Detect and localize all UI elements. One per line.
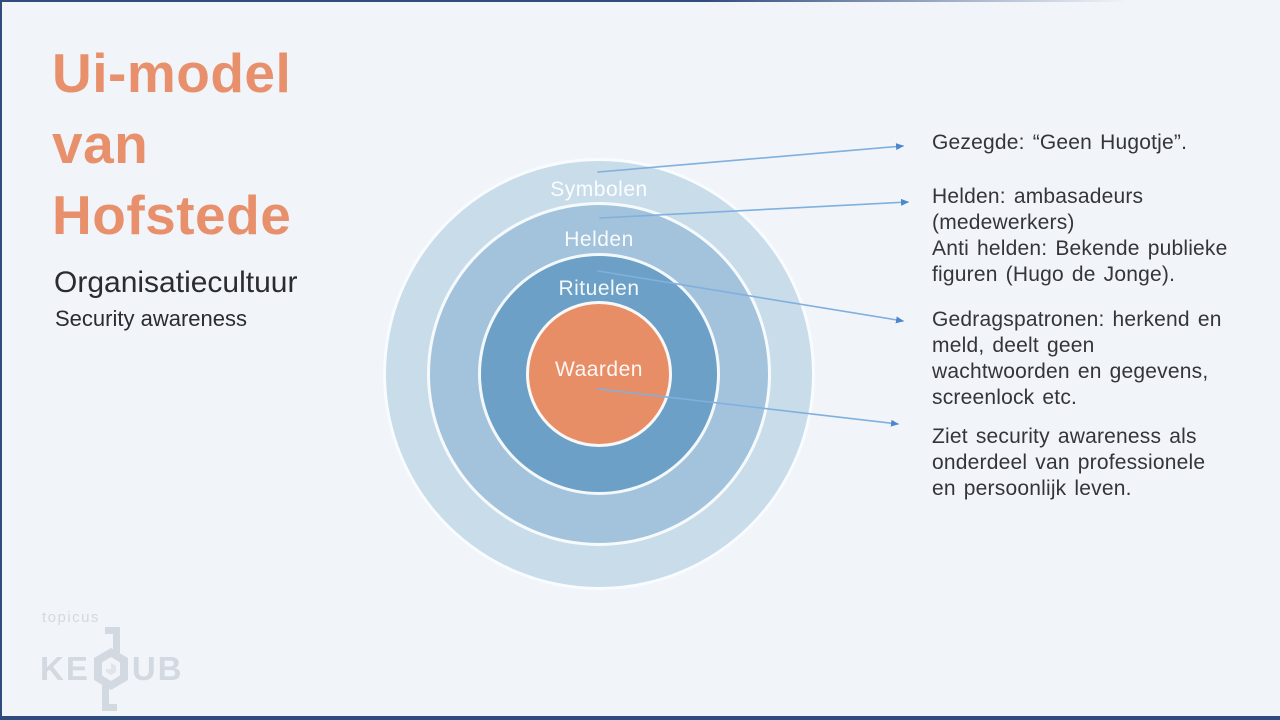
logo-word: KE UB [40,627,184,711]
slide-tagline: Security awareness [55,306,247,331]
slide-title: Ui-model van Hofstede [52,38,291,251]
logo-word-start: KE [40,650,90,687]
ring-label-rituelen: Rituelen [558,277,640,300]
key-icon [93,627,128,711]
annotation-symbolen: Gezegde: “Geen Hugotje”. [932,131,1188,154]
ring-label-symbolen: Symbolen [550,178,648,201]
slide-title-line: Ui-model [52,42,292,104]
slide-border-top [0,0,1280,2]
ring-label-waarden: Waarden [555,358,643,381]
logo-word-end: UB [131,650,184,687]
slide-title-line: Hofstede [52,184,292,246]
annotation-rituelen: Gedragspatronen: herkend en meld, deelt … [932,308,1222,409]
slide-title-line: van [52,113,149,175]
annotation-helden: Helden: ambasadeurs (medewerkers) Anti h… [932,185,1228,286]
slide-border-left [0,0,2,720]
ring-label-helden: Helden [564,228,634,251]
annotation-waarden: Ziet security awareness als onderdeel va… [932,425,1206,500]
logo-brand-text: topicus [42,609,101,626]
slide-subtitle: Organisatiecultuur [54,266,298,299]
topicus-keyhub-logo: topicus KE UB [40,610,184,711]
slide-border-bottom [0,716,1280,720]
